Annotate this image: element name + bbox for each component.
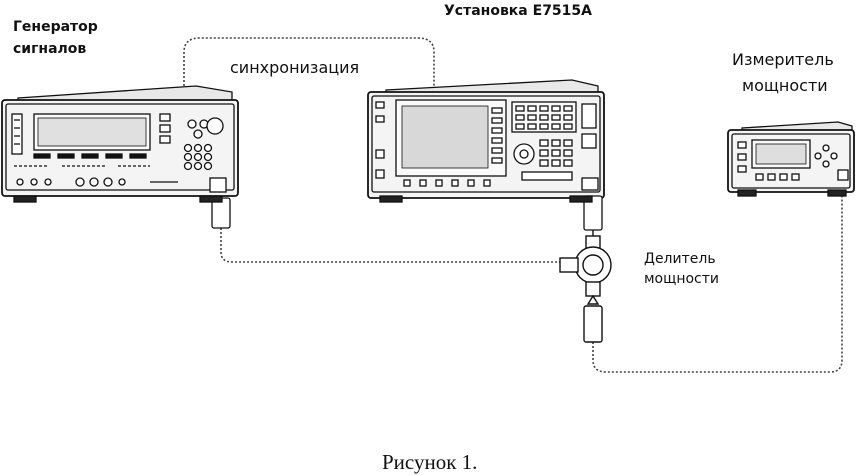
figure-caption: Рисунок 1. bbox=[382, 450, 478, 474]
label-divider-line1: Делитель bbox=[644, 251, 716, 267]
e7515a-unit bbox=[367, 79, 605, 231]
label-meter-line2: мощности bbox=[742, 76, 828, 95]
label-meter-line1: Измеритель bbox=[732, 50, 834, 69]
label-generator-line2: сигналов bbox=[13, 41, 87, 57]
rf-cables bbox=[220, 196, 843, 373]
label-divider-line2: мощности bbox=[644, 271, 719, 287]
label-setup: Установка E7515A bbox=[444, 3, 592, 19]
label-generator-line1: Генератор bbox=[13, 19, 98, 35]
label-sync: синхронизация bbox=[230, 58, 360, 77]
signal-generator bbox=[1, 85, 239, 229]
power-divider bbox=[559, 230, 612, 343]
power-meter bbox=[727, 121, 855, 197]
